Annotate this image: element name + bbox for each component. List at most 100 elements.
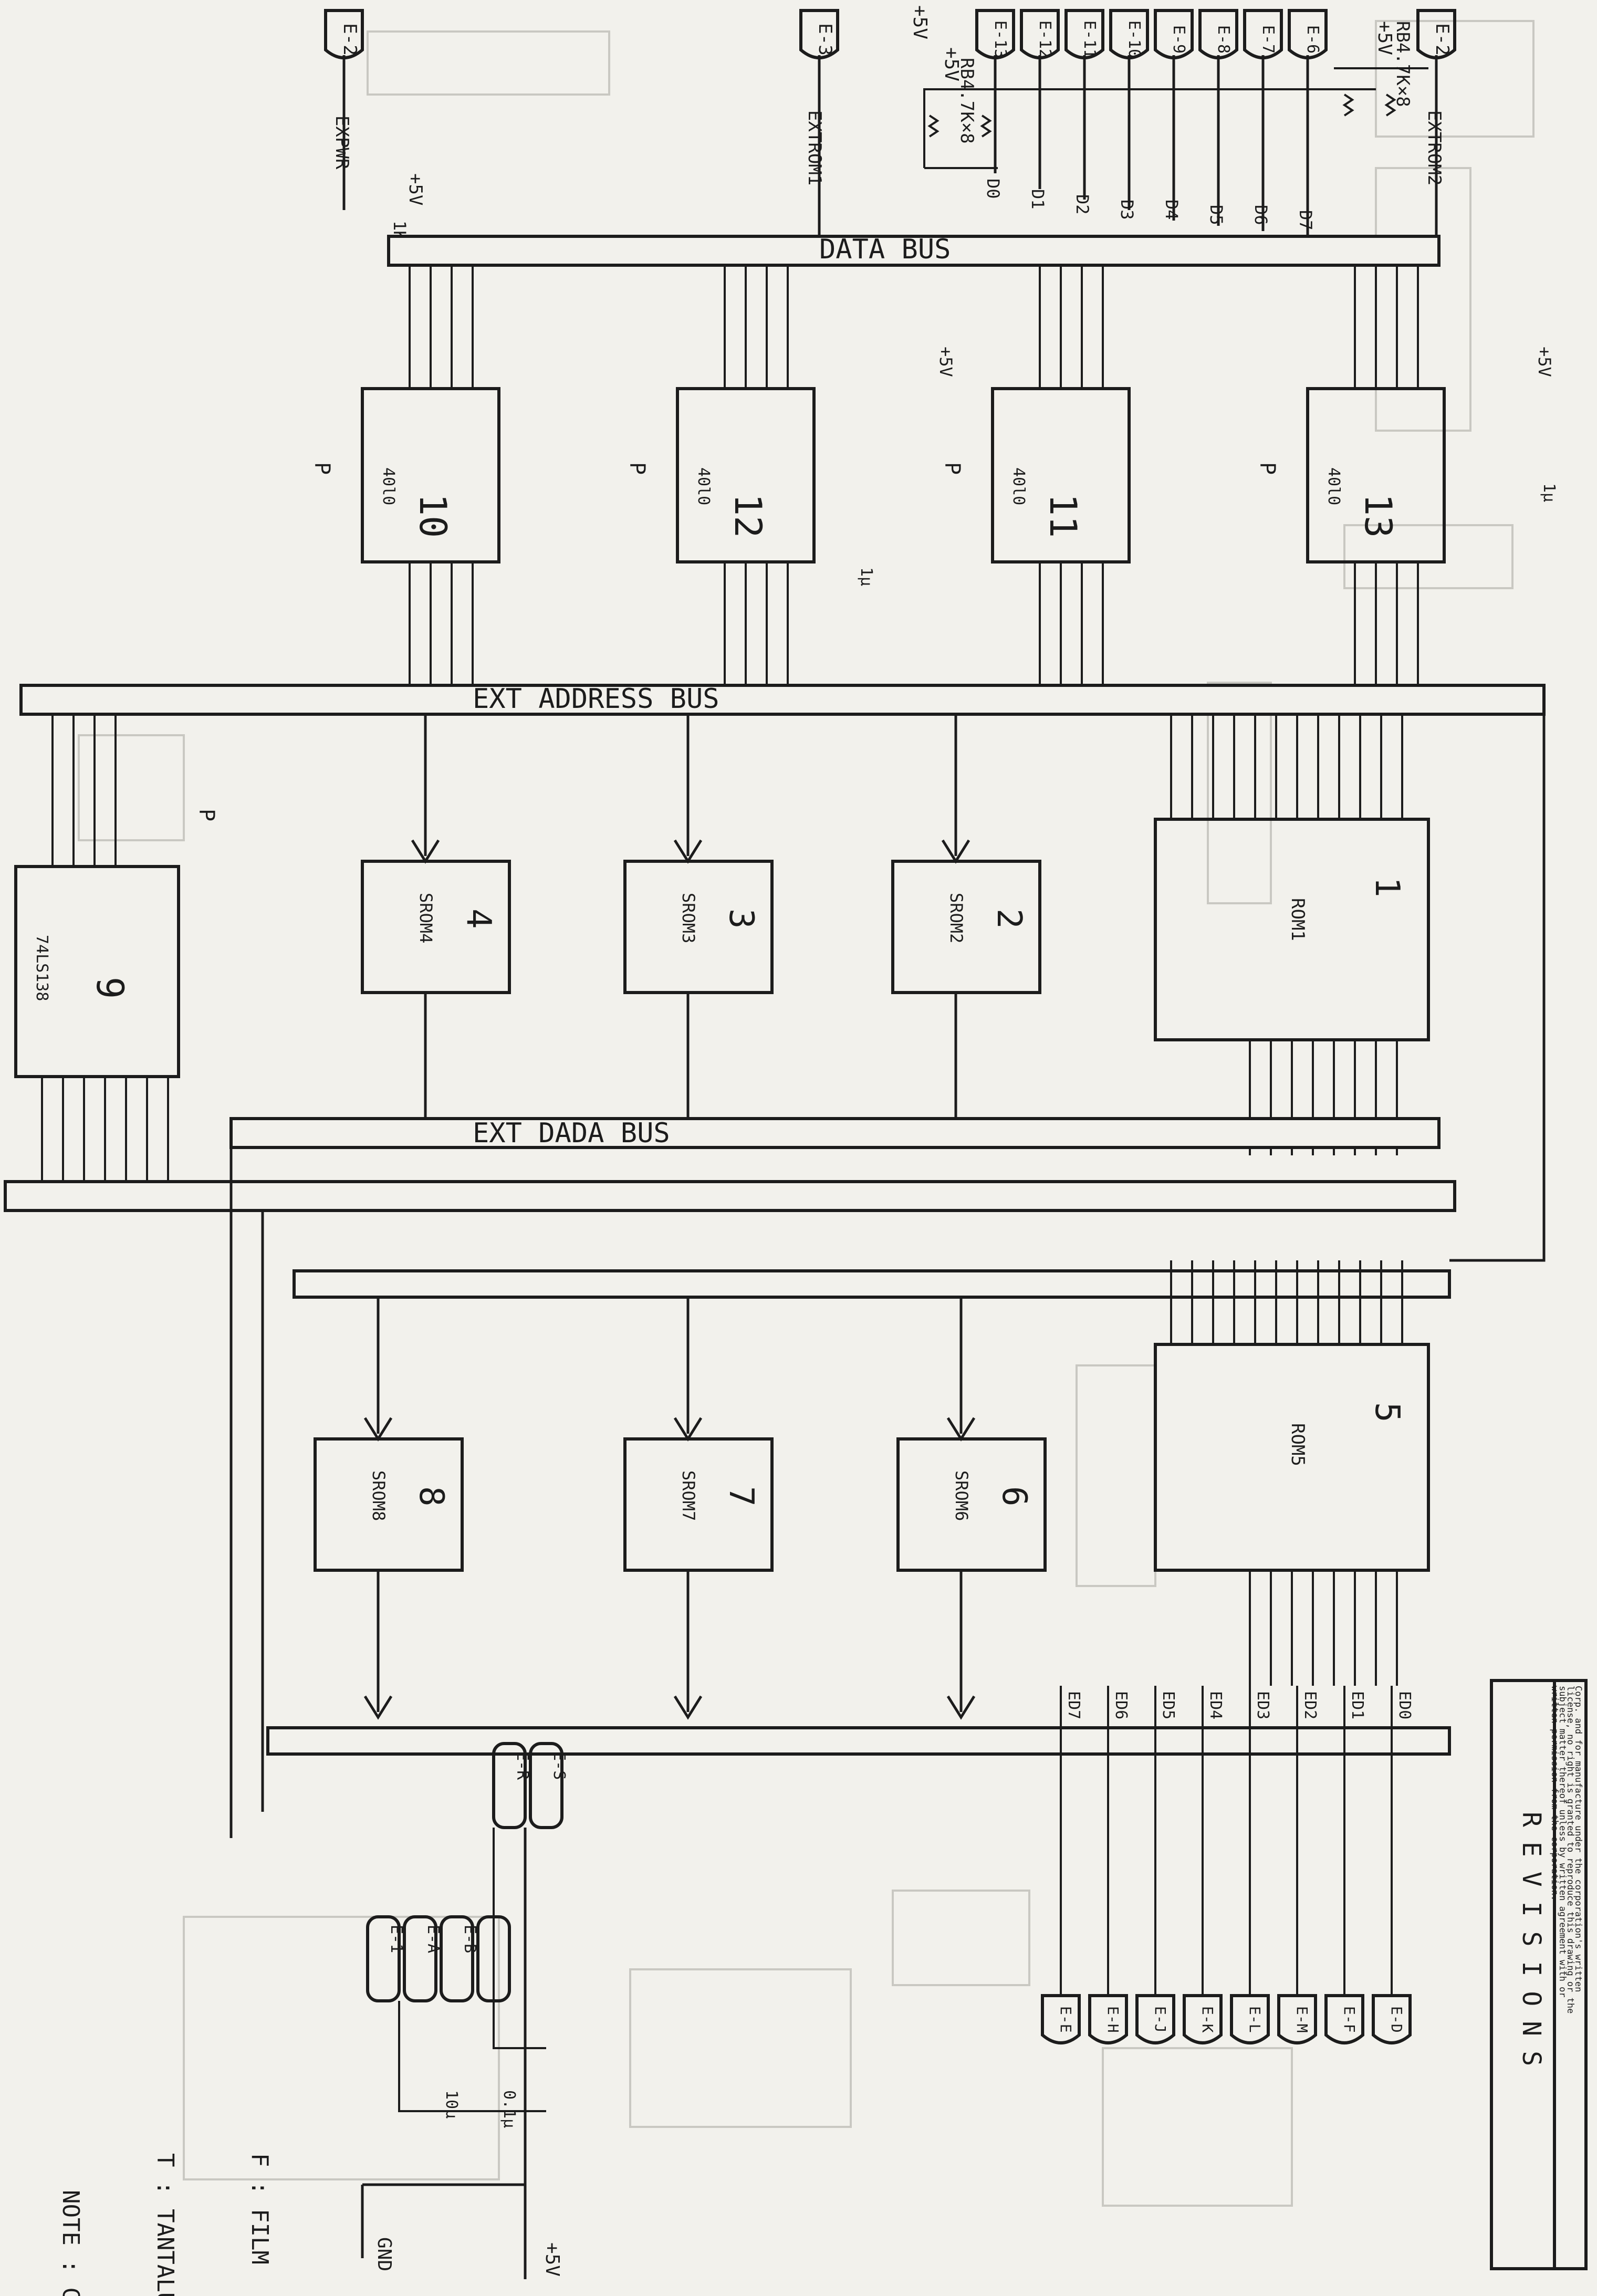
- p-label-decoder: P: [194, 809, 218, 821]
- rom-number: 1: [1368, 877, 1406, 897]
- connector-label: E-L: [1246, 2006, 1264, 2033]
- connector-e9: [1154, 9, 1194, 59]
- ed1-label: ED1: [1348, 1691, 1366, 1719]
- revisions-block: REVISIONS Corp. and for manufacture unde…: [1490, 1679, 1588, 2270]
- connector-e3: [799, 9, 839, 59]
- plus5v-latch: +5V: [936, 347, 956, 377]
- connector-e2-left: [324, 9, 364, 59]
- d6-label: D6: [1251, 205, 1271, 225]
- ext-address-bus: EXT ADDRESS BUS: [19, 683, 1546, 1262]
- d7-label: D7: [1296, 210, 1316, 231]
- cap-1u-label-2: 1μ: [1540, 483, 1558, 502]
- expwr-label: EXPWR: [331, 116, 352, 170]
- d3-label: D3: [1117, 200, 1137, 220]
- connector-e13: [975, 9, 1015, 59]
- rom-label: SROM2: [946, 893, 966, 943]
- connector-e12: [1020, 9, 1060, 59]
- connector-ed: [1372, 1994, 1412, 2044]
- ext-data-bus-label: EXT DADA BUS: [473, 1118, 670, 1149]
- connector-label: E-12: [1036, 20, 1054, 58]
- p-label-11: P: [940, 462, 964, 475]
- rb-right-label: RB4.7K×8: [1392, 21, 1413, 107]
- connector-label: E-F: [1341, 2006, 1358, 2033]
- ext-data-bus: EXT DADA BUS: [4, 1117, 1456, 1838]
- revisions-note-4: written permission from the corporation.: [1549, 1686, 1560, 1901]
- extrom2-label: EXTROM2: [1424, 110, 1445, 185]
- power-connector-stack: [529, 1742, 563, 1829]
- power-conn-label: E-R: [513, 1751, 531, 1780]
- cap-10u-label: 10μ: [442, 2090, 461, 2118]
- plus5v-power: +5V: [541, 2242, 563, 2277]
- ed3-label: ED3: [1254, 1691, 1272, 1719]
- decoder-u9: 9 74LS138 P: [14, 714, 218, 1208]
- d4-label: D4: [1162, 200, 1182, 220]
- rom-8: [314, 1437, 464, 1572]
- power-conn-label: E-1: [387, 1925, 405, 1953]
- ed-output-lines: ED0 ED1 ED2 ED3 ED4 ED5 ED6 ED7: [1060, 1686, 1414, 1996]
- connector-label: E-13: [991, 20, 1009, 58]
- rb-left-label: RB4.7K×8: [956, 58, 977, 144]
- revisions-title: REVISIONS: [1517, 1812, 1546, 2081]
- top-edge-connectors: E-2 E-3 E-13 E-12 E-11 E-10 E-9 E-8: [324, 9, 1456, 59]
- plus5v-label-4: +5V: [405, 173, 426, 205]
- rom-3: [623, 860, 774, 994]
- power-conn-label: E-B: [461, 1925, 479, 1953]
- rom-label: SROM3: [679, 893, 698, 943]
- plus5v-label-3: +5V: [1374, 21, 1395, 55]
- connector-label: E-6: [1303, 25, 1322, 54]
- rom-row-bottom: 8 SROM8 7 SROM7 6 SROM6 5 ROM5: [266, 1260, 1451, 1756]
- power-connector-stack: [366, 1915, 401, 2002]
- connector-label: E-2: [1432, 23, 1453, 55]
- revisions-note-2: license, no right is granted to reproduc…: [1565, 1686, 1575, 2013]
- connector-ek: [1183, 1994, 1223, 2044]
- power-connector-stack: [492, 1742, 527, 1829]
- latch-number: 12: [726, 494, 769, 538]
- cap-01u-label: 0.1μ: [500, 2090, 518, 2128]
- rom-7: [623, 1437, 774, 1572]
- cap-1u-label: 1μ: [857, 567, 875, 586]
- connector-ef: [1324, 1994, 1364, 2044]
- connector-ej: [1135, 1994, 1175, 2044]
- right-edge-connectors: E-D E-F E-M E-L E-K E-J E-H E-E: [1041, 1994, 1412, 2044]
- d2-label: D2: [1072, 194, 1092, 215]
- rom-number: 5: [1368, 1402, 1406, 1423]
- rom-number: 7: [722, 1486, 760, 1507]
- latch-row: 10 40l0 12 40l0 11 40l0 13 40l0 P P: [310, 265, 1558, 688]
- rom-number: 8: [412, 1486, 451, 1507]
- rom-number: 6: [995, 1486, 1034, 1507]
- p-label-10: P: [310, 462, 334, 475]
- rom-label: SROM6: [952, 1470, 972, 1521]
- decoder-part: 74LS138: [33, 935, 51, 1001]
- connector-label: E-7: [1259, 25, 1277, 54]
- power-conn-label: E-S: [550, 1751, 568, 1780]
- connector-label: E-10: [1125, 20, 1143, 58]
- legend-tantalum: T : TANTALUM: [152, 2153, 179, 2296]
- connector-e7: [1243, 9, 1283, 59]
- rom-4: [361, 860, 511, 994]
- connector-label: E-9: [1170, 25, 1188, 54]
- latch-part: 40l0: [694, 467, 713, 505]
- ed2-label: ED2: [1301, 1691, 1319, 1719]
- connector-label: E-K: [1199, 2006, 1216, 2033]
- d0-label: D0: [983, 179, 1003, 199]
- power-conn-label: E-A: [424, 1925, 442, 1953]
- ed6-label: ED6: [1112, 1691, 1130, 1719]
- connector-label: E-D: [1388, 2006, 1405, 2033]
- p-label-13: P: [1255, 462, 1279, 475]
- extrom1-label: EXTROM1: [804, 110, 825, 185]
- plus5v-label-2: +5V: [941, 47, 962, 81]
- connector-eh: [1088, 1994, 1128, 2044]
- rom-label: SROM8: [369, 1470, 389, 1521]
- connector-label: E-11: [1080, 20, 1099, 58]
- data-bus-label: DATA BUS: [819, 234, 951, 265]
- rom-2: [891, 860, 1041, 994]
- connector-label: E-E: [1057, 2006, 1074, 2033]
- decoder-number: 9: [88, 977, 131, 999]
- connector-label: E-J: [1152, 2006, 1169, 2033]
- ed5-label: ED5: [1159, 1691, 1177, 1719]
- latch-number: 11: [1041, 494, 1084, 538]
- plus5v-label: +5V: [909, 5, 931, 39]
- connector-label: E-M: [1293, 2006, 1311, 2033]
- connector-e2-right: [1416, 9, 1456, 59]
